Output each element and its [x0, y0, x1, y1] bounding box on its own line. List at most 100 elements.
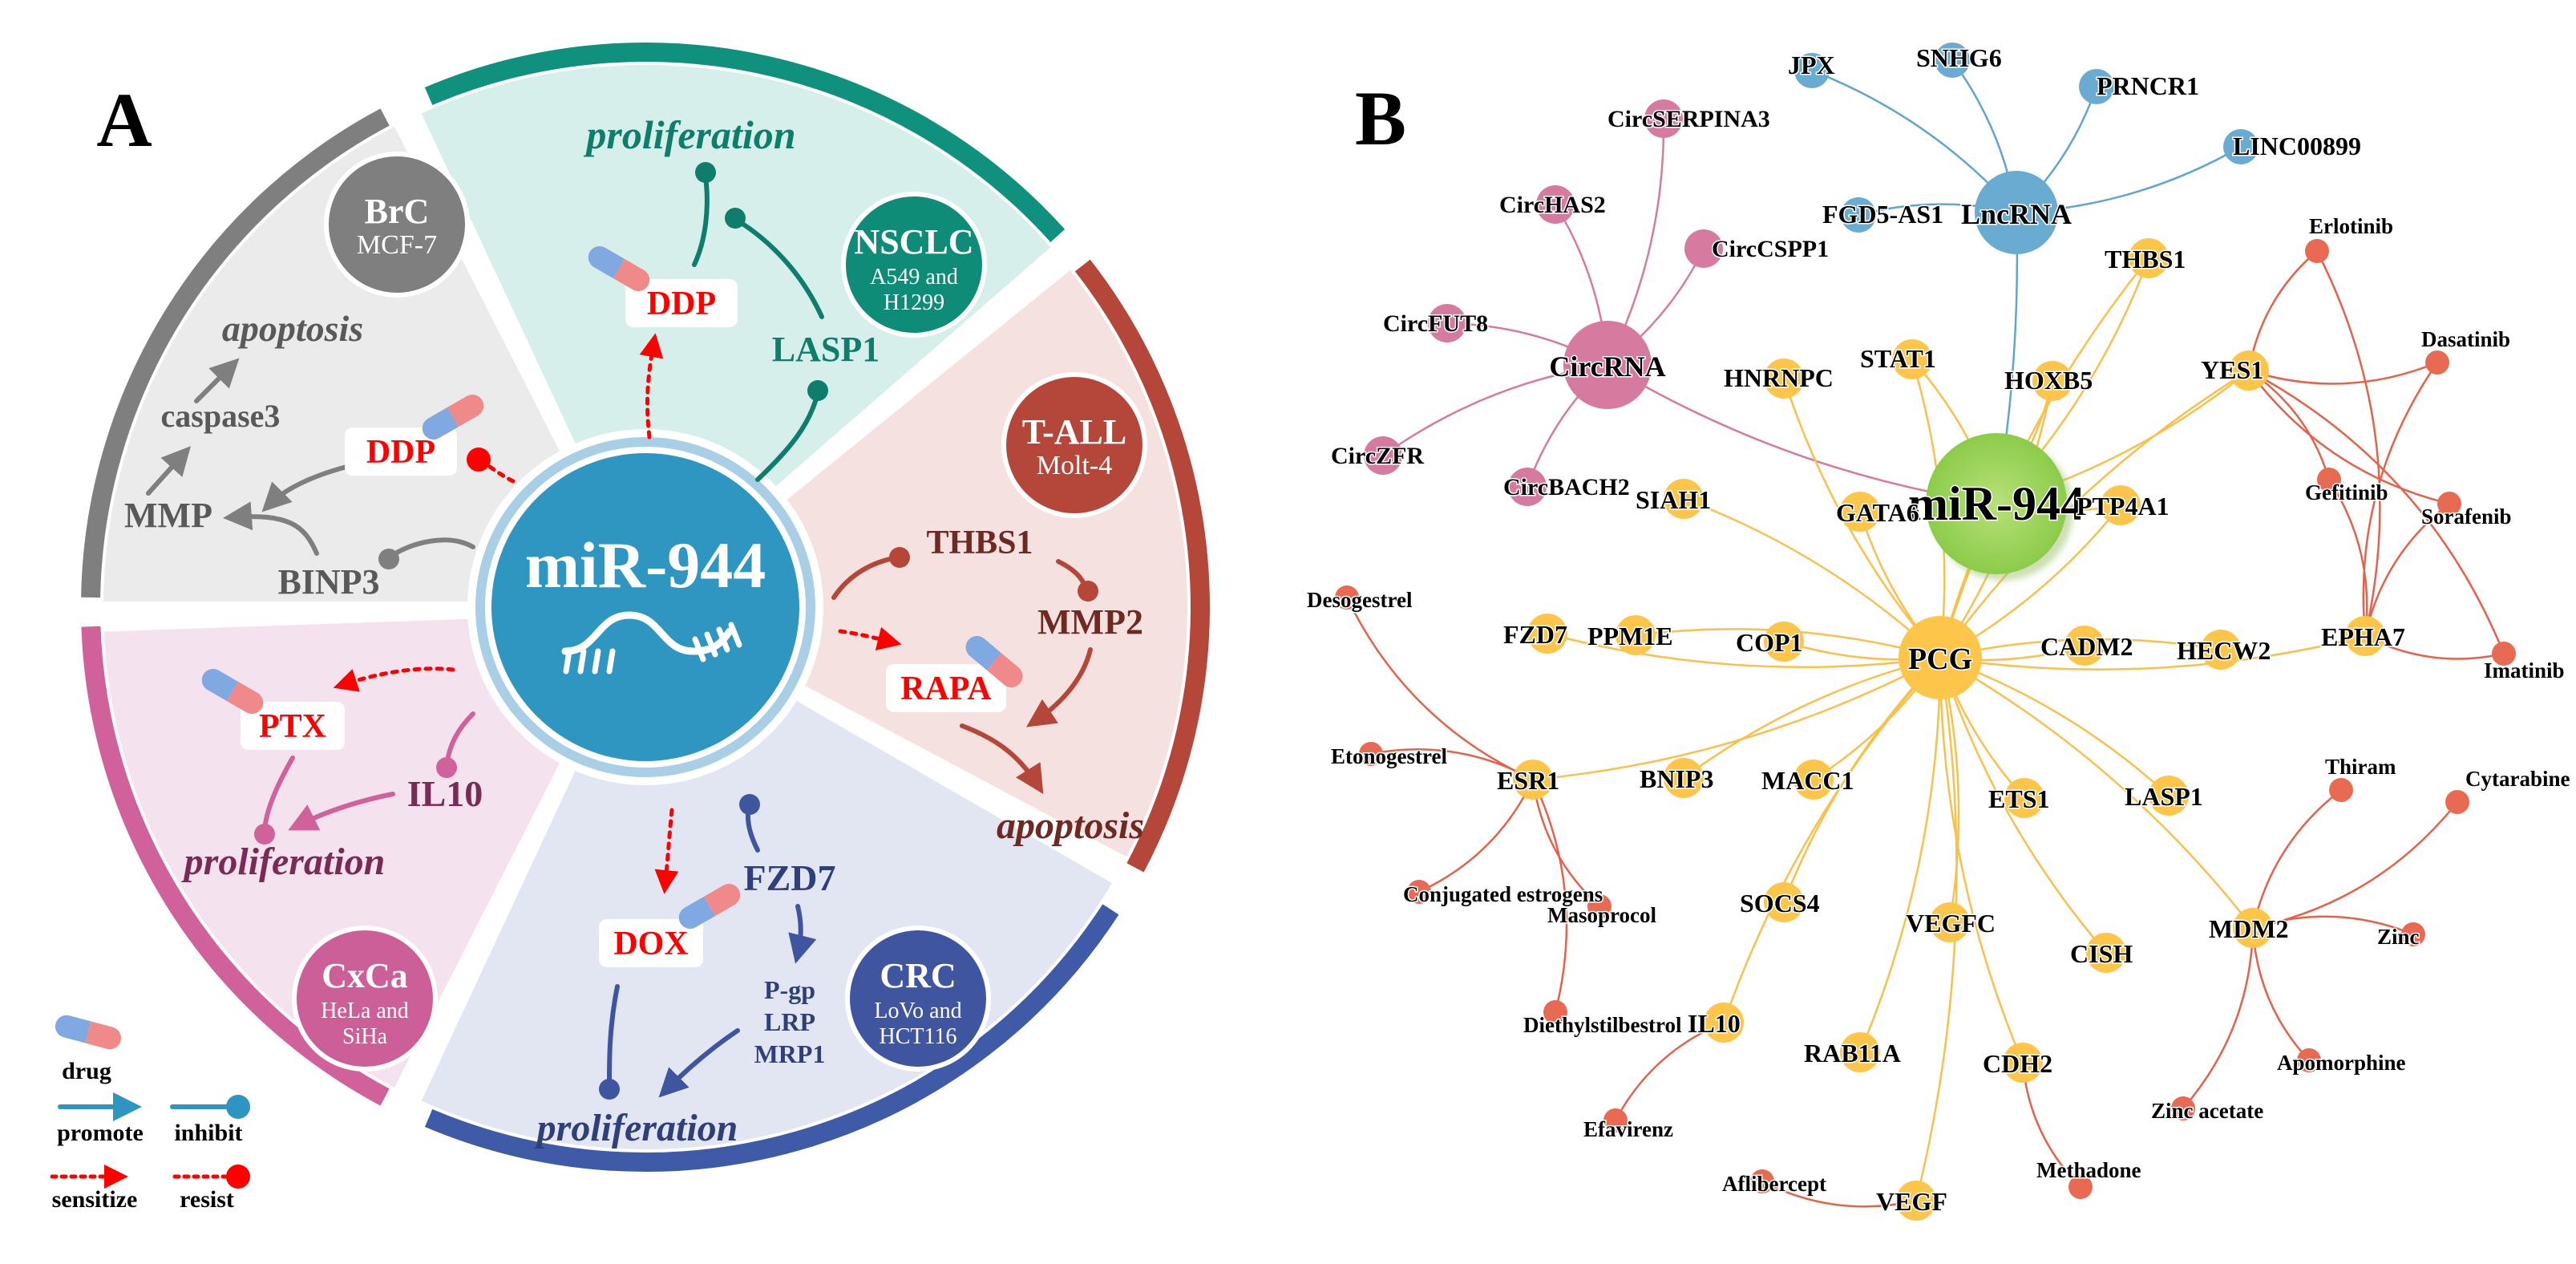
mirna-icon-tick [577, 648, 587, 675]
drug-label: Imatinib [2484, 658, 2565, 683]
drug-label: Masoprocol [1547, 903, 1656, 927]
nsclc-lasp1: LASP1 [772, 330, 880, 369]
drug-label: Gefitinib [2305, 480, 2388, 504]
lncrna-label: FGD5-AS1 [1822, 200, 1943, 229]
gene-node [2201, 630, 2241, 670]
circrna-label: CircFUT8 [1383, 310, 1488, 337]
gene-node [1840, 1032, 1880, 1072]
badge-cxca-subtitle: HeLa and [321, 999, 409, 1023]
inhibit-end [695, 162, 716, 183]
edge [658, 1028, 740, 1098]
edge [1026, 647, 1093, 727]
drug-pill-icon [678, 884, 741, 929]
legend-drug: drug [62, 1058, 111, 1084]
network-edge [2182, 927, 2255, 1109]
gene-node [2149, 776, 2189, 816]
brc-mmp: MMP [124, 496, 212, 535]
edge [639, 333, 664, 440]
badge-brc [324, 152, 470, 298]
badge-brc-subtitle: MCF-7 [357, 230, 437, 260]
mirna-icon-tick [592, 648, 601, 675]
badge-nsclc-subtitle: A549 and [870, 265, 958, 290]
tall-mmp2: MMP2 [1037, 602, 1143, 642]
mir944-hub-node [1926, 433, 2067, 574]
circrna-hub-node [1563, 321, 1652, 409]
gene-label: CADM2 [2040, 632, 2133, 661]
drug-node [2317, 468, 2341, 492]
brc-apoptosis: apoptosis [222, 308, 363, 349]
lncrna-node [1794, 53, 1830, 88]
gene-node [1840, 492, 1880, 532]
drug-label: Cytarabine [2465, 767, 2570, 791]
lncrna-hub-label: LncRNA [1961, 198, 2072, 230]
lncrna-label: PRNCR1 [2097, 71, 2199, 100]
drug-label: Conjugated estrogens [1403, 882, 1603, 906]
gene-label: LASP1 [2125, 782, 2203, 811]
gene-node [2032, 361, 2073, 401]
badge-cxca [292, 926, 438, 1072]
circrna-label: CircBACH2 [1503, 474, 1630, 500]
gene-label: COP1 [1736, 628, 1803, 657]
network-edge [1939, 656, 2254, 929]
network-edge [1345, 597, 1534, 781]
network-edge [2364, 503, 2450, 637]
badge-cxca-subtitle: SiHa [342, 1024, 388, 1049]
ring-tall [1074, 259, 1210, 873]
badge-cxca-title: CxCa [321, 956, 408, 995]
drug-node [2329, 778, 2353, 802]
drug-node [2492, 642, 2516, 666]
crc-pgp: P-gp [764, 975, 815, 1004]
network-edge [1722, 657, 1941, 1023]
ring-crc [424, 904, 1119, 1172]
ring-brc [81, 108, 390, 598]
drug-label: Apomorphine [2277, 1051, 2406, 1075]
circrna-label: CircHAS2 [1499, 192, 1606, 218]
gene-node [1764, 622, 1804, 662]
drug-node [2297, 1048, 2321, 1072]
inhibit-end [599, 1079, 620, 1100]
mirna-icon-tick [728, 622, 742, 648]
legend-inhibit-dot [226, 1095, 250, 1119]
circrna-label: CircZFR [1331, 443, 1424, 469]
gene-label: HECW2 [2177, 636, 2271, 665]
crc-drug: DOX [613, 926, 688, 962]
hub-label: miR-944 [1908, 477, 2085, 530]
lncrna-label: SNHG6 [1916, 43, 2002, 72]
drug-label: Zinc [2377, 925, 2420, 949]
gene-label: STAT1 [1860, 344, 1936, 373]
edge [838, 626, 902, 650]
crc-drug-box [599, 919, 703, 967]
gene-node [2064, 626, 2105, 666]
crc-fzd7: FZD7 [744, 857, 836, 898]
drug-node [2425, 350, 2449, 375]
legend-promote: promote [57, 1120, 144, 1146]
edge [735, 218, 824, 319]
network-edge [1418, 779, 1535, 893]
nsclc-drug-box [625, 279, 738, 327]
drug-node [1750, 1169, 1774, 1193]
nsclc-proliferation: proliferation [583, 112, 795, 157]
edge [654, 808, 679, 894]
gene-node [2101, 485, 2141, 525]
inhibit-end [725, 208, 746, 229]
gene-node [2086, 933, 2126, 973]
gene-label: CDH2 [1983, 1049, 2052, 1078]
gene-label: SOCS4 [1740, 889, 1820, 918]
ring-cxca [81, 626, 390, 1106]
tall-drug-box [886, 664, 1006, 712]
gene-label: VEGFC [1906, 909, 1996, 938]
brc-drug: DDP [366, 434, 435, 471]
drug-node [2171, 1096, 2195, 1120]
network-edge [2327, 479, 2368, 637]
tall-apoptosis: apoptosis [997, 804, 1144, 847]
lncrna-label: JPX [1788, 51, 1835, 79]
gene-label: FZD7 [1503, 620, 1567, 649]
gene-node [1664, 479, 1704, 519]
pcg-hub-node [1899, 616, 1982, 699]
gene-node [1527, 614, 1567, 654]
panel-a: miR-944ABrCMCF-7apoptosiscaspase3MMPBINP… [50, 43, 1210, 1213]
gene-label: THBS1 [2105, 245, 2186, 273]
drug-pill-icon [422, 395, 484, 440]
gene-node [1664, 758, 1704, 798]
